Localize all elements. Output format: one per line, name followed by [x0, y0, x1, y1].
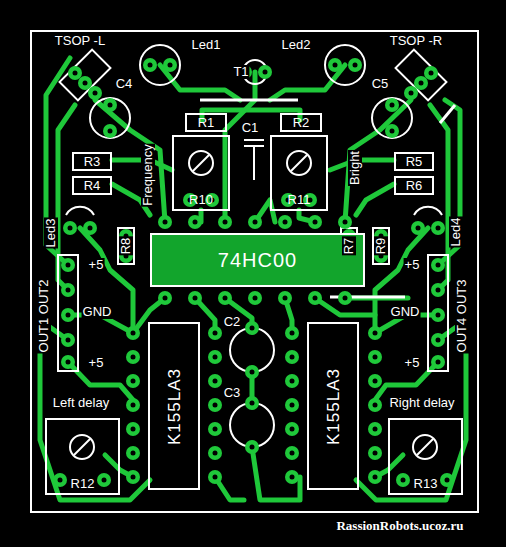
pin-label: OUT4 OUT3: [455, 279, 469, 354]
part-label: R11: [288, 192, 311, 207]
part-label: R10: [189, 192, 213, 207]
resistor-outline: R4: [72, 176, 112, 195]
part-label: R12: [71, 476, 95, 491]
trimmer-outline: R11: [270, 135, 328, 211]
pin-label: OUT1 OUT2: [37, 279, 51, 354]
ref-designator: TSOP -L: [54, 34, 106, 48]
ref-designator: T1: [232, 65, 249, 79]
ref-designator: R7: [342, 237, 356, 256]
pin-label: GND: [390, 305, 421, 319]
part-label: R5: [406, 154, 423, 169]
silkscreen: [31, 31, 478, 512]
resistor-outline: R5: [394, 152, 434, 171]
part-label: K155LA3: [165, 368, 184, 445]
ref-designator: C3: [223, 386, 242, 400]
ref-designator: R8: [119, 237, 133, 256]
resistor-outline: R3: [72, 152, 112, 171]
potentiometer-symbols: [70, 151, 437, 459]
part-label: R6: [406, 178, 423, 193]
resistor-outline: R1: [185, 113, 227, 132]
function-label: Bright: [348, 150, 362, 186]
ref-designator: TSOP -R: [389, 34, 444, 48]
pin-label: +5: [404, 258, 421, 272]
ref-designator: Led3: [44, 218, 58, 249]
part-label: R1: [198, 115, 215, 130]
resistor-outline: R2: [280, 113, 322, 132]
ic-outline: K155LA3: [307, 322, 359, 490]
function-label: Frequency: [141, 143, 155, 206]
trimmer-outline: R10: [172, 135, 230, 211]
ic-outline: K155LA3: [148, 322, 200, 490]
part-label: R4: [84, 178, 101, 193]
ref-designator: C4: [115, 77, 134, 91]
part-label: 74HC00: [218, 249, 297, 271]
ref-designator: Led2: [281, 38, 312, 52]
watermark: RassionRobots.ucoz.ru: [335, 519, 464, 533]
ref-designator: C5: [371, 77, 390, 91]
pin-label: +5: [404, 356, 421, 370]
function-label: Right delay: [388, 396, 455, 410]
ref-designator: C2: [223, 315, 242, 329]
pin-label: +5: [88, 258, 105, 272]
pads: [53, 58, 454, 487]
part-label: R2: [293, 115, 310, 130]
trimmer-outline: R12: [45, 418, 120, 495]
pin-label: +5: [88, 356, 105, 370]
ref-designator: R9: [374, 237, 388, 256]
pin-label: GND: [82, 305, 113, 319]
part-label: R3: [84, 154, 101, 169]
part-label: R13: [414, 476, 438, 491]
copper-traces: [40, 58, 466, 500]
ref-designator: C1: [241, 121, 260, 135]
trimmer-outline: R13: [388, 418, 463, 495]
ic-outline: 74HC00: [150, 233, 365, 287]
ref-designator: Led4: [449, 217, 463, 248]
resistor-outline: R6: [394, 176, 434, 195]
part-label: K155LA3: [324, 368, 343, 445]
ref-designator: Led1: [191, 38, 222, 52]
function-label: Left delay: [52, 396, 110, 410]
